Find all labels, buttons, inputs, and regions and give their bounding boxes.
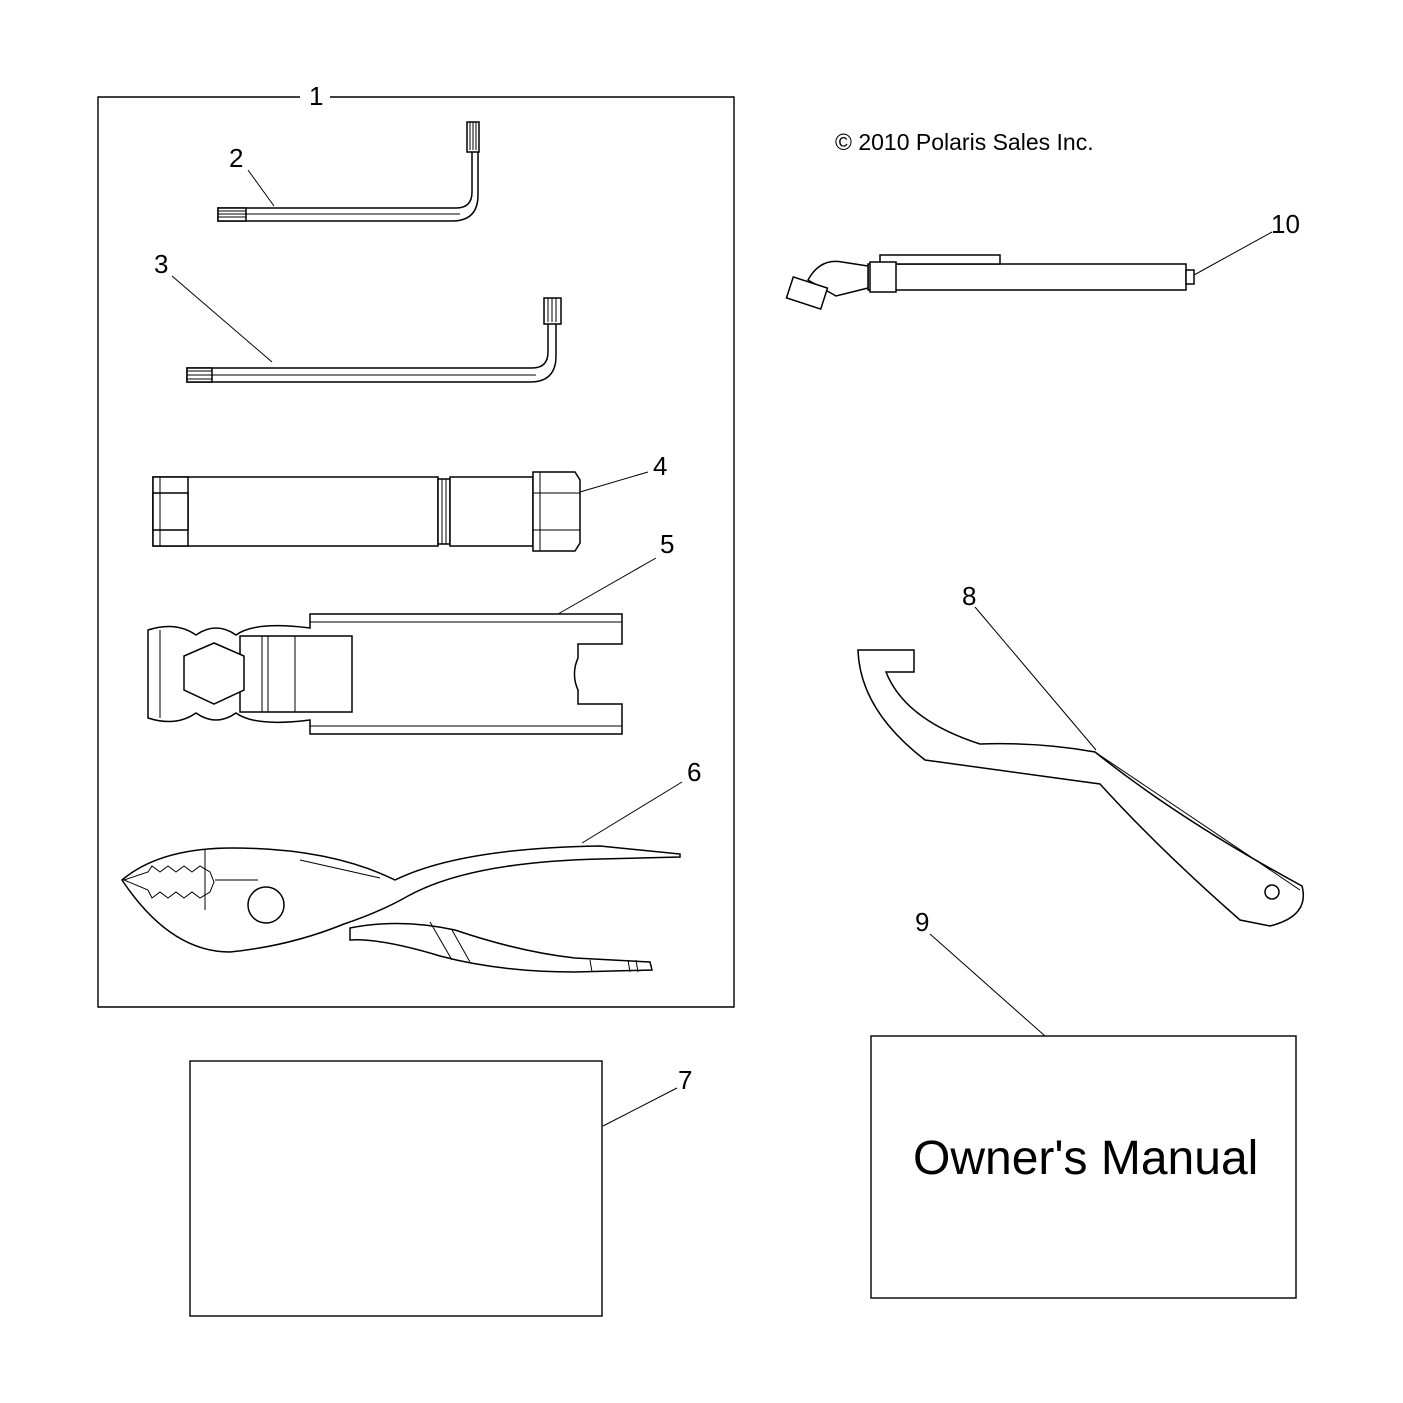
tool-kit-frame: 1 — [97, 81, 735, 1008]
callout-10: 10 — [1271, 209, 1300, 239]
leader-10 — [1193, 231, 1273, 276]
callout-1: 1 — [309, 81, 323, 111]
leader-7 — [602, 1087, 678, 1127]
tire-pressure-gauge — [785, 254, 1195, 310]
leader-8 — [974, 606, 1097, 751]
leader-9 — [929, 933, 1046, 1037]
warning-card — [189, 1060, 603, 1317]
leader-2 — [247, 169, 275, 207]
callout-6: 6 — [687, 757, 701, 787]
leader-4 — [579, 471, 649, 493]
callout-2: 2 — [229, 143, 243, 173]
leader-5 — [557, 557, 657, 615]
callout-8: 8 — [962, 581, 976, 611]
hex-key-small — [217, 121, 480, 222]
spark-plug-socket — [152, 471, 581, 552]
hex-key-large — [186, 297, 562, 383]
fork-wrench — [147, 613, 623, 735]
leader-6 — [581, 781, 683, 844]
spanner-wrench — [857, 649, 1304, 927]
callout-4: 4 — [653, 451, 667, 481]
callout-7: 7 — [678, 1065, 692, 1095]
callout-3: 3 — [154, 249, 168, 279]
slip-joint-pliers — [121, 845, 681, 973]
copyright-notice: © 2010 Polaris Sales Inc. — [835, 129, 1094, 155]
callout-5: 5 — [660, 529, 674, 559]
leader-3 — [171, 275, 273, 363]
callout-9: 9 — [915, 907, 929, 937]
owners-manual-title: Owner's Manual — [913, 1132, 1258, 1185]
owners-manual — [870, 1035, 1297, 1299]
